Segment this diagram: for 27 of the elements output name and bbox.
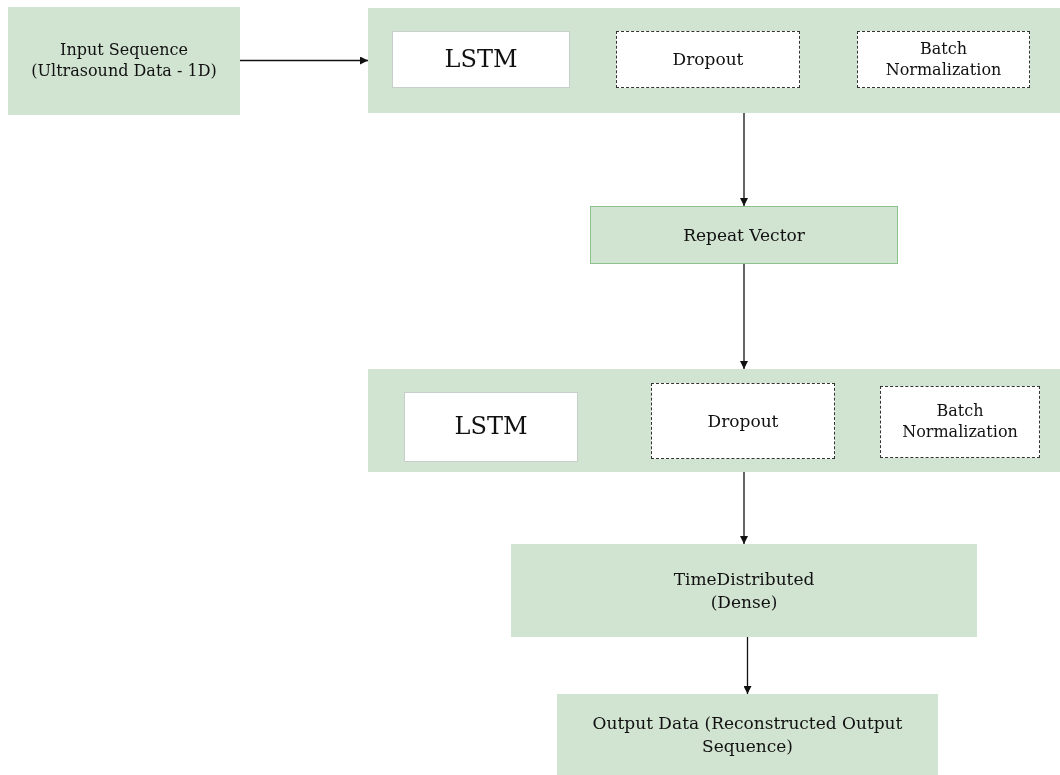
- layer-group-band: [368, 369, 1060, 472]
- layer-label: TimeDistributed (Dense): [672, 568, 816, 613]
- layer-label: Batch Normalization: [884, 38, 1003, 81]
- layer-label: Repeat Vector: [683, 223, 805, 247]
- arrow: [740, 112, 748, 207]
- layer-label: LSTM: [454, 411, 528, 443]
- layer-group-band: [368, 8, 1060, 113]
- layer-box: [404, 392, 578, 462]
- process-box: [557, 694, 938, 775]
- optional-layer-box: [651, 383, 835, 459]
- layer-label: Input Sequence (Ultrasound Data - 1D): [30, 40, 218, 82]
- optional-layer-box: [857, 31, 1030, 88]
- layer-label: Dropout: [707, 409, 779, 433]
- process-box: [590, 206, 898, 264]
- arrow: [740, 471, 748, 545]
- arrow: [239, 56, 369, 65]
- layer-box: [392, 31, 570, 88]
- process-box: [511, 544, 977, 637]
- layer-label: LSTM: [444, 43, 518, 75]
- layer-label: Output Data (Reconstructed Output Sequence): [591, 712, 904, 757]
- process-box: [8, 7, 240, 115]
- layer-label: Batch Normalization: [901, 401, 1019, 443]
- optional-layer-box: [616, 31, 800, 88]
- layer-label: Dropout: [672, 48, 744, 71]
- optional-layer-box: [880, 386, 1040, 458]
- arrow: [740, 263, 748, 370]
- arrow: [743, 636, 752, 695]
